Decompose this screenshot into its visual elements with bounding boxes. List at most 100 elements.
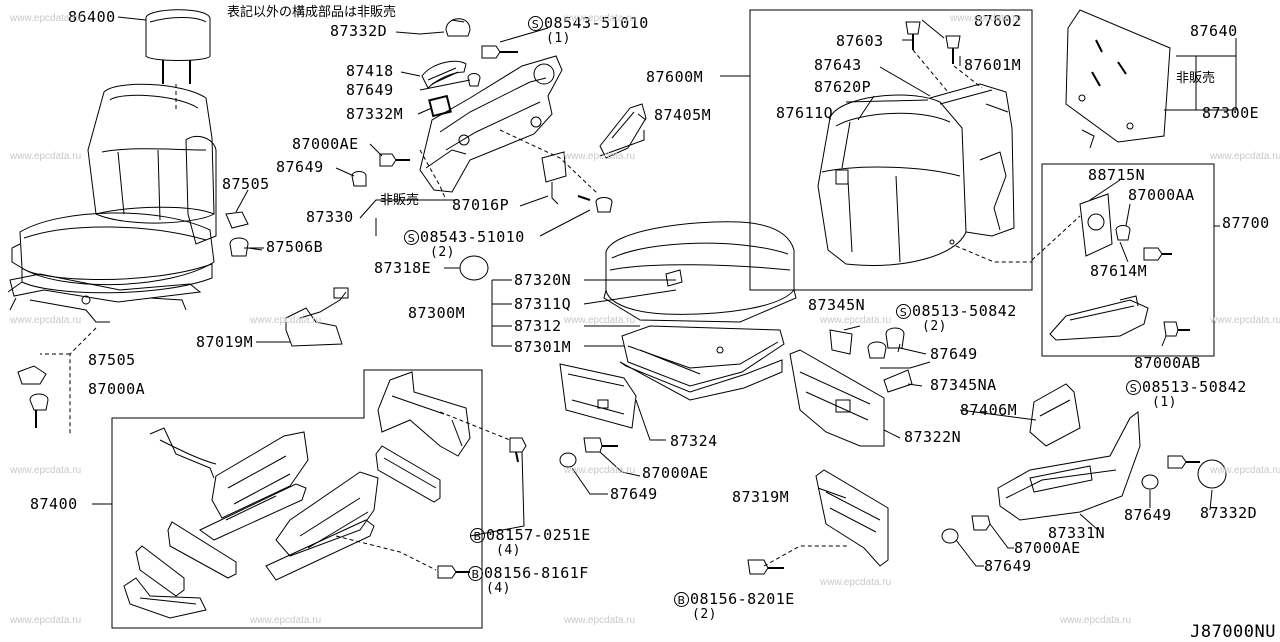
part-label-87649-f: 87649	[984, 557, 1032, 575]
part-label-87649-b: 87649	[276, 158, 324, 176]
clip-illustration	[225, 211, 264, 257]
part-label-87418: 87418	[346, 62, 394, 80]
quantity: (2)	[430, 245, 455, 260]
quantity: (2)	[922, 319, 947, 334]
part-label-87649-d: 87649	[610, 485, 658, 503]
hinge-cover-illustration	[599, 103, 647, 159]
bolt-type-b-icon: B	[470, 528, 485, 543]
watermark: www.epcdata.ru	[1210, 465, 1280, 476]
switch-group-frame	[1041, 163, 1215, 357]
part-label-87000AA: 87000AA	[1128, 186, 1195, 204]
screw-type-s-icon: S	[528, 16, 543, 31]
part-label-87614M: 87614M	[1090, 262, 1148, 280]
watermark: www.epcdata.ru	[10, 615, 82, 626]
watermark: www.epcdata.ru	[564, 151, 636, 162]
recliner-frame-illustration	[351, 18, 613, 213]
seat-back-group-frame	[749, 9, 1033, 291]
harness-illustration	[256, 287, 349, 347]
quantity: (1)	[546, 31, 571, 46]
part-label-87016P: 87016P	[452, 196, 510, 214]
seat-slide-illustration	[92, 371, 527, 619]
part-label-87640: 87640	[1190, 22, 1238, 40]
watermark: www.epcdata.ru	[10, 151, 82, 162]
seat-assembly-illustration	[7, 9, 217, 323]
slide-group-frame	[111, 369, 483, 629]
part-label-87000AB: 87000AB	[1134, 354, 1201, 372]
watermark: www.epcdata.ru	[820, 315, 892, 326]
watermark: www.epcdata.ru	[564, 315, 636, 326]
part-label-87649-a: 87649	[346, 81, 394, 99]
screw-type-s-icon: S	[404, 230, 419, 245]
part-label-87602: 87602	[974, 12, 1022, 30]
part-label-87332D-bottom: 87332D	[1200, 504, 1258, 522]
part-label-87620P: 87620P	[814, 78, 872, 96]
part-number: 08513-50842	[1142, 378, 1247, 396]
part-label-87643: 87643	[814, 56, 862, 74]
quantity: (2)	[692, 607, 717, 622]
part-label-87505-b: 87505	[88, 351, 136, 369]
part-label-87330: 87330	[306, 208, 354, 226]
watermark: www.epcdata.ru	[250, 615, 322, 626]
not-for-sale-note-87330: 非販売	[380, 193, 420, 208]
part-label-87019M: 87019M	[196, 333, 254, 351]
part-label-87300E: 87300E	[1202, 104, 1260, 122]
part-label-87601M: 87601M	[964, 56, 1022, 74]
diagram-code: J87000NU	[1190, 622, 1276, 642]
quantity: (1)	[1152, 395, 1177, 410]
quantity: (4)	[496, 543, 521, 558]
part-label-88715N: 88715N	[1088, 166, 1146, 184]
side-cover-illustration	[941, 383, 1227, 567]
switch-module-illustration	[955, 193, 1220, 341]
cover-and-bolt-illustration	[17, 327, 97, 434]
watermark: www.epcdata.ru	[564, 13, 636, 24]
watermark: www.epcdata.ru	[950, 13, 1022, 24]
screw-type-s-icon: S	[1126, 380, 1141, 395]
seat-cushion-illustration	[603, 221, 797, 401]
part-label-87400: 87400	[30, 495, 78, 513]
part-label-87603: 87603	[836, 32, 884, 50]
part-label-87600M: 87600M	[646, 68, 704, 86]
part-label-87322N: 87322N	[904, 428, 962, 446]
part-label-86400: 86400	[68, 8, 116, 26]
part-label-87332D-top: 87332D	[330, 22, 388, 40]
part-label-87331N: 87331N	[1048, 524, 1106, 542]
part-label-87611Q: 87611Q	[776, 104, 834, 122]
bolt-type-b-icon: B	[674, 592, 689, 607]
watermark: www.epcdata.ru	[1060, 615, 1132, 626]
part-number: 08156-8161F	[484, 564, 589, 582]
part-label-87319M: 87319M	[732, 488, 790, 506]
part-label-87505-a: 87505	[222, 175, 270, 193]
part-label-87000AE-a: 87000AE	[292, 135, 359, 153]
part-label-87649-c: 87649	[930, 345, 978, 363]
part-label-87506B: 87506B	[266, 238, 324, 256]
watermark: www.epcdata.ru	[250, 315, 322, 326]
part-label-87345N: 87345N	[808, 296, 866, 314]
lower-panel-illustration	[747, 469, 889, 575]
not-for-sale-note-87640: 非販売	[1176, 71, 1216, 86]
watermark: www.epcdata.ru	[564, 465, 636, 476]
part-label-87300M: 87300M	[408, 304, 466, 322]
part-label-87324: 87324	[670, 432, 718, 450]
part-label-87000AE-c: 87000AE	[1014, 539, 1081, 557]
part-label-87405M: 87405M	[654, 106, 712, 124]
watermark: www.epcdata.ru	[564, 615, 636, 626]
part-number: 08513-50842	[912, 302, 1017, 320]
cushion-callout-bracket	[491, 279, 512, 347]
part-label-87312: 87312	[514, 317, 562, 335]
seat-back-illustration	[817, 21, 1015, 266]
part-label-87406M: 87406M	[960, 401, 1018, 419]
part-label-87700: 87700	[1222, 214, 1270, 232]
bolt-type-b-icon: B	[468, 566, 483, 581]
part-number: 08543-51010	[420, 228, 525, 246]
header-note: 表記以外の構成部品は非販売	[227, 5, 397, 20]
watermark: www.epcdata.ru	[1210, 151, 1280, 162]
part-label-87345NA: 87345NA	[930, 376, 997, 394]
side-panel-illustration	[789, 327, 931, 447]
part-label-87332M: 87332M	[346, 105, 404, 123]
leader-lines	[117, 16, 1213, 531]
watermark: www.epcdata.ru	[10, 465, 82, 476]
